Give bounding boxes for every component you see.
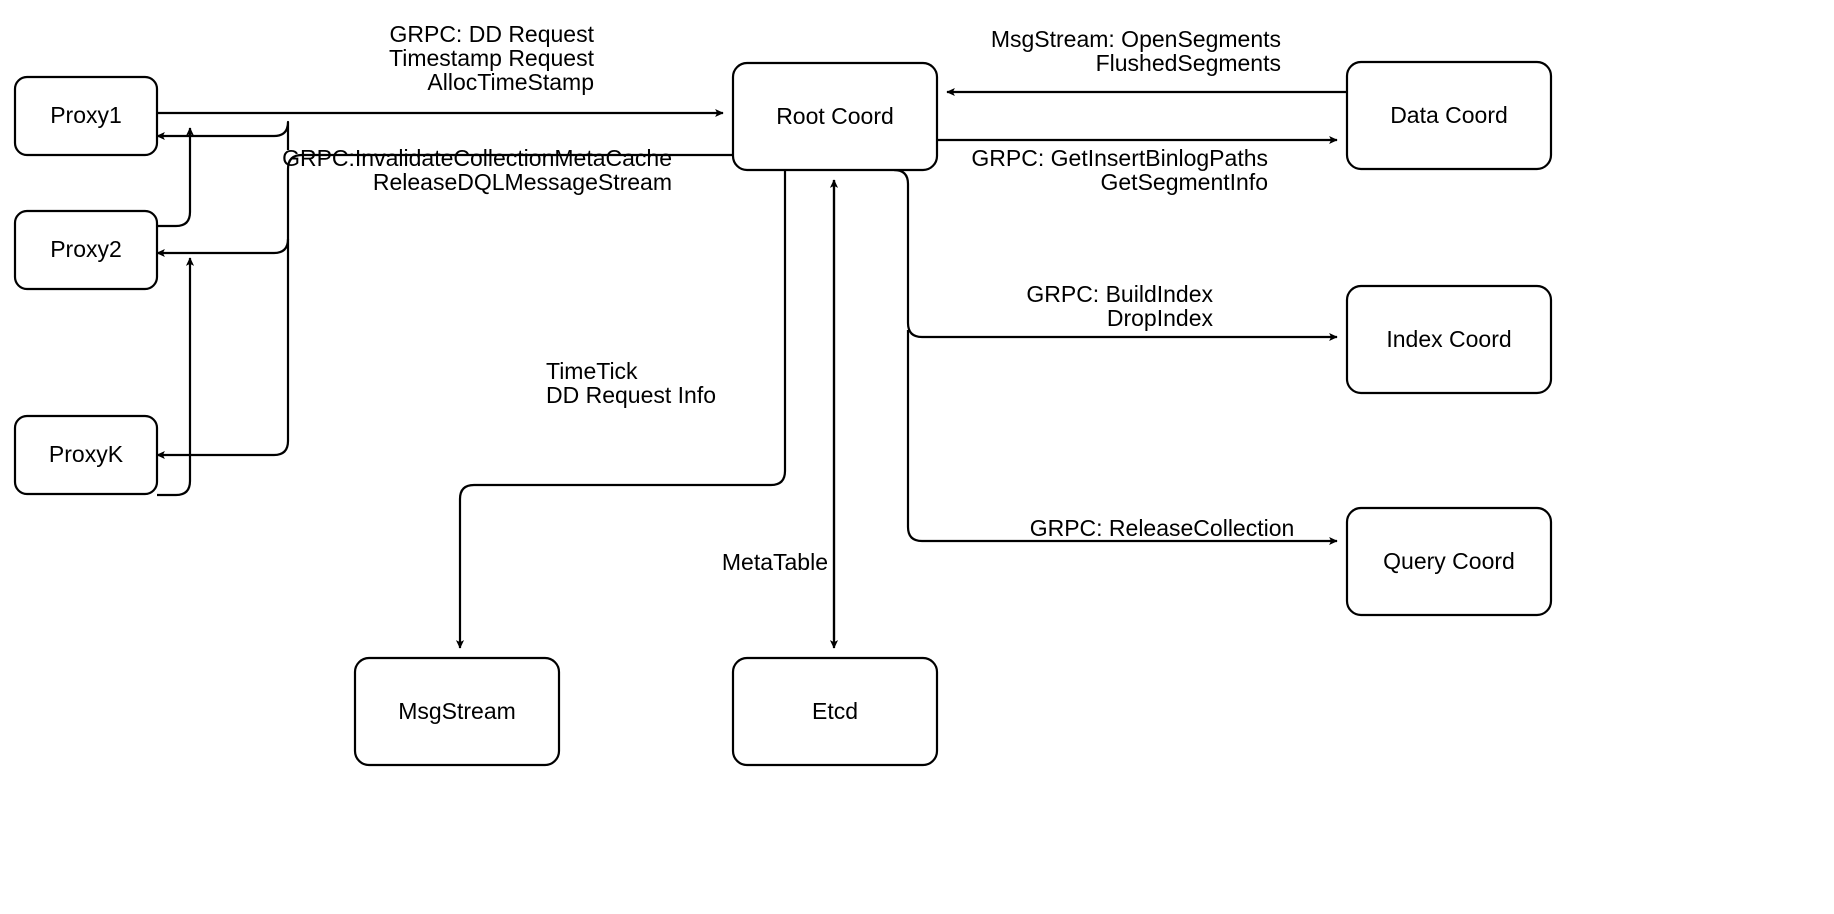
edge-label-root-coord-to-data-coord-line1: GRPC: GetInsertBinlogPaths xyxy=(971,145,1268,171)
edge-label-data-coord-to-root-coord-line2: FlushedSegments xyxy=(1096,50,1281,76)
node-root-coord-label: Root Coord xyxy=(776,103,894,129)
edge-root-coord-return-trunk xyxy=(156,153,733,460)
node-proxy2-box[interactable] xyxy=(13,209,159,291)
edge-label-root-coord-to-msgstream: TimeTick DD Request Info xyxy=(546,358,716,408)
node-query-coord-box[interactable] xyxy=(1345,506,1553,617)
edge-label-root-coord-to-index-coord: GRPC: BuildIndex DropIndex xyxy=(1026,281,1213,331)
node-root-coord-box[interactable] xyxy=(731,61,939,172)
edge-label-root-coord-to-proxy-line2: ReleaseDQLMessageStream xyxy=(373,169,672,195)
edge-label-root-coord-to-data-coord: GRPC: GetInsertBinlogPaths GetSegmentInf… xyxy=(971,145,1268,195)
edge-root-coord-to-proxy1 xyxy=(156,120,290,150)
edge-label-proxy-to-root-coord-line2: Timestamp Request xyxy=(389,45,595,71)
node-index-coord-label: Index Coord xyxy=(1386,326,1511,352)
edge-label-root-coord-to-etcd-line1: MetaTable xyxy=(722,549,828,575)
edge-label-root-coord-to-etcd: MetaTable xyxy=(722,549,828,575)
edge-label-root-coord-to-query-coord-line1: GRPC: ReleaseCollection xyxy=(1030,515,1295,541)
edge-label-root-coord-to-proxy: GRPC:InvalidateCollectionMetaCache Relea… xyxy=(282,145,672,195)
node-proxy2[interactable]: Proxy2 xyxy=(13,209,159,291)
node-root-coord[interactable]: Root Coord xyxy=(731,61,939,172)
edge-root-coord-to-proxy2 xyxy=(156,238,290,258)
edge-root-coord-to-msgstream xyxy=(455,170,787,649)
edge-proxyk-riser xyxy=(157,257,195,497)
edge-root-coord-to-query-coord xyxy=(906,330,1338,546)
edge-label-data-coord-to-root-coord: MsgStream: OpenSegments FlushedSegments xyxy=(991,26,1281,76)
edge-root-coord-to-index-coord xyxy=(893,168,1338,342)
edge-label-proxy-to-root-coord-line1: GRPC: DD Request xyxy=(389,21,594,47)
edge-label-root-coord-to-msgstream-line2: DD Request Info xyxy=(546,382,716,408)
node-etcd-label: Etcd xyxy=(812,698,858,724)
edge-label-root-coord-to-index-coord-line1: GRPC: BuildIndex xyxy=(1026,281,1213,307)
node-msgstream-label: MsgStream xyxy=(398,698,516,724)
node-msgstream[interactable]: MsgStream xyxy=(353,656,561,767)
node-etcd-box[interactable] xyxy=(731,656,939,767)
node-proxy1[interactable]: Proxy1 xyxy=(13,75,159,157)
edge-label-root-coord-to-query-coord: GRPC: ReleaseCollection xyxy=(1030,515,1295,541)
node-proxy1-label: Proxy1 xyxy=(50,102,122,128)
node-query-coord[interactable]: Query Coord xyxy=(1345,506,1553,617)
node-index-coord[interactable]: Index Coord xyxy=(1345,284,1553,395)
node-proxy1-box[interactable] xyxy=(13,75,159,157)
node-proxyk-box[interactable] xyxy=(13,414,159,496)
edge-label-root-coord-to-proxy-line1: GRPC:InvalidateCollectionMetaCache xyxy=(282,145,672,171)
edge-proxy2-riser xyxy=(157,127,195,228)
edge-label-proxy-to-root-coord-line3: AllocTimeStamp xyxy=(427,69,594,95)
edge-label-proxy-to-root-coord: GRPC: DD Request Timestamp Request Alloc… xyxy=(389,21,595,95)
node-proxy2-label: Proxy2 xyxy=(50,236,122,262)
node-index-coord-box[interactable] xyxy=(1345,284,1553,395)
node-data-coord-label: Data Coord xyxy=(1390,102,1508,128)
node-proxyk[interactable]: ProxyK xyxy=(13,414,159,496)
edge-label-root-coord-to-index-coord-line2: DropIndex xyxy=(1107,305,1214,331)
node-proxyk-label: ProxyK xyxy=(49,441,124,467)
edge-label-root-coord-to-msgstream-line1: TimeTick xyxy=(546,358,638,384)
node-etcd[interactable]: Etcd xyxy=(731,656,939,767)
edge-label-root-coord-to-data-coord-line2: GetSegmentInfo xyxy=(1101,169,1269,195)
node-data-coord[interactable]: Data Coord xyxy=(1345,60,1553,171)
edge-label-data-coord-to-root-coord-line1: MsgStream: OpenSegments xyxy=(991,26,1281,52)
node-query-coord-label: Query Coord xyxy=(1383,548,1515,574)
node-data-coord-box[interactable] xyxy=(1345,60,1553,171)
node-msgstream-box[interactable] xyxy=(353,656,561,767)
